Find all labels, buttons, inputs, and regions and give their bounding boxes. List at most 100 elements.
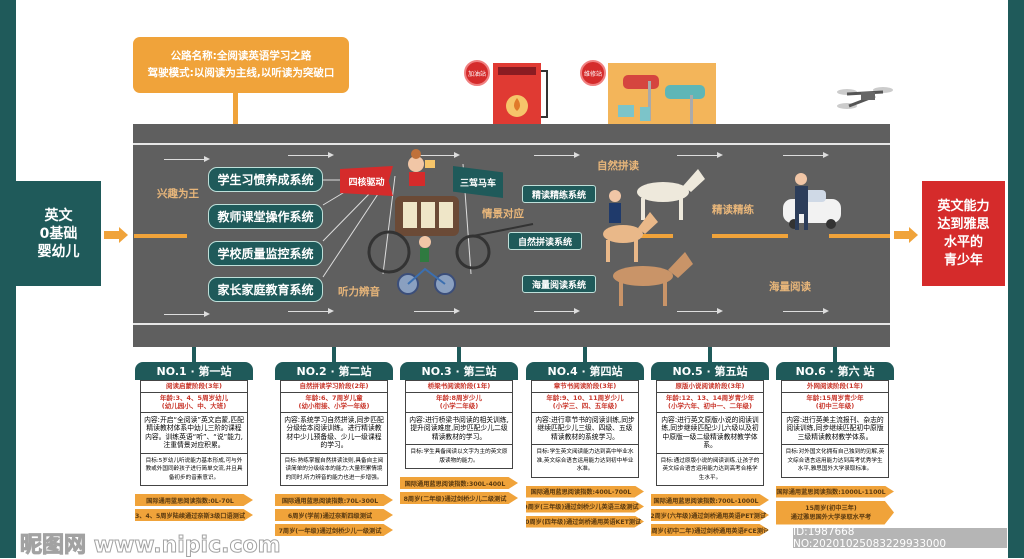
station-milestone-tag: 国际通用蓝思阅读指数:1000L-1100L <box>776 485 894 498</box>
station-title: NO.4 · 第四站 <box>526 362 644 380</box>
station-content: 内容:系统学习自然拼读,同步匹配分级绘本阅读训练。进行精读教材中少儿预备级、少儿… <box>281 413 387 454</box>
station-milestone-tag: 3、4、5周岁陆续通过奈斯3级口语测试 <box>135 509 253 521</box>
station-stage: 桥梁书阅读阶段(1年) <box>406 381 512 393</box>
station-milestone-tag: 国际通用蓝思阅读指数:0L-70L <box>135 494 253 506</box>
station-card: 自然拼读学习阶段(2年) 年龄:6、7周岁儿童 (幼小衔接、小学一年级) 内容:… <box>280 380 388 486</box>
station-title: NO.6 · 第六 站 <box>776 362 894 380</box>
lane-arrow <box>414 152 460 158</box>
watermark-site: 昵图网 www.nipic.com <box>20 533 282 559</box>
station-goal: 目标:熟练掌握自然拼读法则,具备自主阅读简单的分级绘本的能力;大量积累情境的同时… <box>284 457 384 481</box>
repair-station-badge: 维修站 <box>580 60 606 86</box>
label-listening: 听力辨音 <box>338 286 380 298</box>
cyclist-icon <box>397 236 456 295</box>
station-milestone-tag: 8周岁(二年级)通过剑桥少儿二级测试 <box>400 492 518 504</box>
lane-arrow <box>288 152 334 158</box>
center-dash <box>712 234 788 238</box>
station-age: 年龄:3、4、5周岁幼儿 (幼儿园小、中、大班) <box>141 393 247 413</box>
station-goal: 目标:学生英文阅读能力达到高中毕业水准,英文综合语言运用能力达到初中毕业水准。 <box>536 449 634 472</box>
lane-arrow <box>288 308 334 314</box>
station-age: 年龄:6、7周岁儿童 (幼小衔接、小学一年级) <box>281 393 387 413</box>
white-horse-icon <box>637 169 705 220</box>
station-content: 内容:开启“全阅读”英文启蒙,匹配精读教材体系中幼儿三阶的课程内容。训练英语“听… <box>141 413 247 454</box>
station-goal: 目标:对外国文化拥有自己独到的见解,英文综合语言运用能力达到高考优秀学生水平,雅… <box>785 449 885 472</box>
road-illustrations <box>322 149 841 306</box>
station-title: NO.2 · 第二站 <box>275 362 393 380</box>
label-intensive: 精读精练 <box>712 204 754 216</box>
lane-arrow <box>164 156 210 162</box>
station-1: NO.1 · 第一站 阅读启蒙阶段(3年) 年龄:3、4、5周岁幼儿 (幼儿园小… <box>135 362 253 521</box>
lane-line-bottom <box>133 323 890 325</box>
station-age: 年龄:8周岁少儿 (小学二年级) <box>406 393 512 413</box>
center-dash <box>829 234 890 238</box>
driving-mode: 驾驶模式:以阅读为主线,以听读为突破口 <box>147 67 335 79</box>
lane-arrow <box>783 308 829 314</box>
station-content: 内容:进行章节书的阅读训练,同步继续匹配少儿三级、四级、五级精读教材的系统学习。 <box>532 413 638 445</box>
station-6: NO.6 · 第六 站 外网阅读阶段(1年) 年龄:15周岁青少年 (初中三年级… <box>776 362 894 525</box>
station-title: NO.3 · 第三站 <box>400 362 518 380</box>
station-milestone-tag: 6周岁(学前)通过奈斯四级测试 <box>275 509 393 521</box>
station-milestone-tag: 14周岁(初中二年)通过剑桥通用英语FCE测试 <box>651 524 769 536</box>
station-stage: 自然拼读学习阶段(2年) <box>281 381 387 393</box>
drone-icon <box>837 87 893 109</box>
right-frame <box>1008 0 1024 558</box>
station-milestone-tag: 7周岁(一年级)通过剑桥少儿一级测试 <box>275 524 393 536</box>
label-phonics: 自然拼读 <box>597 160 639 172</box>
station-card: 原版小说阅读阶段(3年) 年龄:12、13、14周岁青少年 (小学六年、初中一、… <box>656 380 764 486</box>
carriage-icon <box>367 196 534 274</box>
station-goal: 目标:学生具备阅读以文字为主的英文原版读物的能力。 <box>410 449 508 464</box>
start-box: 英文 0基础 婴幼儿 <box>16 181 101 286</box>
brown-horse-icon <box>613 252 693 306</box>
station-goal: 目标:5岁幼儿听说能力基本形成,可与外教或外国同龄孩子进行简单交流,并且具备初步… <box>145 457 243 481</box>
station-goal: 目标:通过原版小说的阅读训练,让孩子的英文综合语言运用能力达到高考合格学生水平。 <box>660 457 760 481</box>
station-age: 年龄:15周岁青少年 (初中三年级) <box>782 393 888 413</box>
end-arrow <box>894 231 910 239</box>
station-connector <box>192 347 196 362</box>
label-context: 情景对应 <box>482 208 524 220</box>
system-teacher: 教师课堂操作系统 <box>208 204 323 229</box>
lane-arrow <box>534 152 580 158</box>
station-card: 外网阅读阶段(1年) 年龄:15周岁青少年 (初中三年级) 内容:进行英美主流报… <box>781 380 889 478</box>
station-connector <box>332 347 336 362</box>
station-milestone-tag: 国际通用蓝思阅读指数:300L-400L <box>400 477 518 489</box>
station-milestone-tag: 10周岁(四年级)通过剑桥通用英语KET测试 <box>526 515 644 528</box>
station-5: NO.5 · 第五站 原版小说阅读阶段(3年) 年龄:12、13、14周岁青少年… <box>651 362 769 536</box>
flag-four-core: 四核驱动 <box>340 166 393 196</box>
end-arrow-head <box>909 227 918 243</box>
station-age: 年龄:12、13、14周岁青少年 (小学六年、初中一、二年级) <box>657 393 763 413</box>
lane-arrow <box>783 152 829 158</box>
station-milestone-tag: 国际通用蓝思阅读指数:400L-700L <box>526 485 644 498</box>
station-stage: 原版小说阅读阶段(3年) <box>657 381 763 393</box>
station-stage: 章节书阅读阶段(3年) <box>532 381 638 393</box>
label-interest: 兴趣为王 <box>157 188 199 200</box>
subsystem-intensive: 精读精练系统 <box>522 185 596 203</box>
subsystem-phonics: 自然拼读系统 <box>508 232 582 250</box>
left-frame <box>0 0 16 558</box>
road-name: 公路名称:全阅读英语学习之路 <box>170 50 312 62</box>
callout-stem <box>233 93 238 124</box>
station-milestone-tag: 国际通用蓝思阅读指数:700L-1000L <box>651 494 769 506</box>
center-dash <box>635 234 673 238</box>
station-milestone-tag: 12周岁(六年级)通过剑桥通用英语PET测试 <box>651 509 769 521</box>
station-connector <box>833 347 837 362</box>
station-card: 桥梁书阅读阶段(1年) 年龄:8周岁少儿 (小学二年级) 内容:进行桥梁书阅读的… <box>405 380 513 469</box>
station-stage: 阅读启蒙阶段(3年) <box>141 381 247 393</box>
lane-arrow <box>164 311 210 317</box>
center-dash <box>134 234 187 238</box>
station-milestone-tag: 15周岁(初中三年) 通过雅思国外大学录取水平考 <box>776 500 894 525</box>
station-content: 内容:进行桥梁书阅读的相关训练,提升阅读难度,同步匹配少儿二级精读教材的学习。 <box>406 413 512 445</box>
station-title: NO.1 · 第一站 <box>135 362 253 380</box>
station-title: NO.5 · 第五站 <box>651 362 769 380</box>
label-extensive: 海量阅读 <box>769 281 811 293</box>
lane-arrow <box>414 308 460 314</box>
rider-horse-icon <box>603 190 658 262</box>
traffic-police-icon <box>795 173 808 230</box>
station-stage: 外网阅读阶段(1年) <box>782 381 888 393</box>
station-content: 内容:进行英文原版小说的阅读训练,同步继续匹配少儿六级以及初中原版一级二级精读教… <box>657 413 763 454</box>
lane-arrow <box>677 308 723 314</box>
station-4: NO.4 · 第四站 章节书阅读阶段(3年) 年龄:9、10、11周岁少儿 (小… <box>526 362 644 528</box>
watermark-id: ID:1987668 NO:20201025083229933000 <box>793 526 1007 550</box>
goal-box: 英文能力 达到雅思 水平的 青少年 <box>922 181 1005 286</box>
police-car-icon <box>783 190 841 229</box>
lane-line-top <box>133 143 890 145</box>
lane-arrow <box>534 308 580 314</box>
